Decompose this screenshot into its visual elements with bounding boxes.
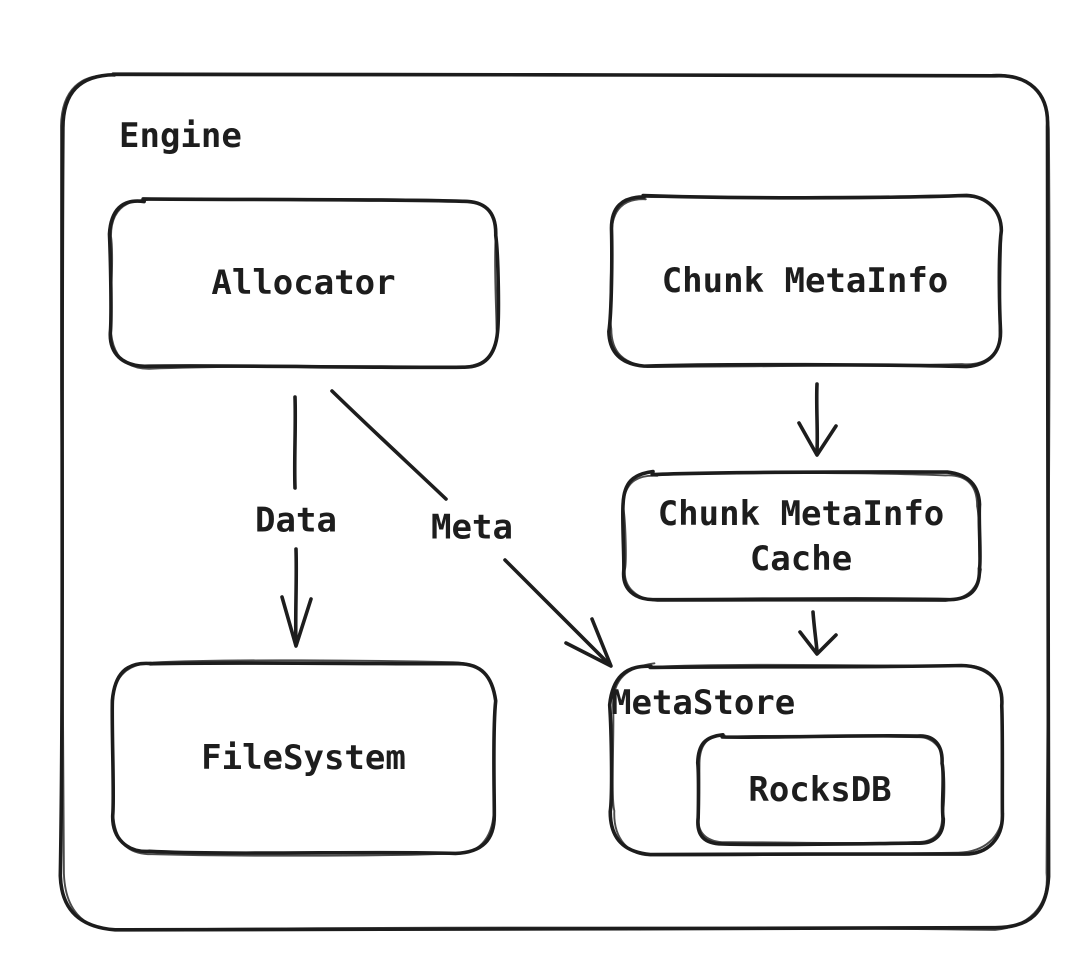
metastore-box-overdraw: [611, 662, 1005, 857]
edge-data-label: Data: [255, 500, 337, 541]
arrow-allocator-to-metastore-head: [564, 617, 613, 668]
node-filesystem-label: FileSystem: [201, 737, 406, 778]
allocator-box-overdraw: [109, 197, 498, 370]
node-allocator-label: Allocator: [211, 263, 396, 304]
engine-box-overdraw: [59, 73, 1051, 931]
arrow-allocator-to-filesystem-shaft-upper: [292, 395, 298, 490]
arrow-allocator-to-filesystem-shaft-lower: [293, 547, 299, 646]
arrow-chunkmetainfo-to-cache-head: [797, 421, 838, 457]
arrow-allocator-to-filesystem-head: [280, 595, 313, 648]
arrow-allocator-to-metastore-shaft-upper: [330, 389, 448, 501]
node-chunk-metainfo-cache-label-line1: Chunk MetaInfo: [657, 493, 945, 534]
filesystem-box-overdraw: [111, 659, 497, 857]
arrow-cache-to-metastore-head: [798, 630, 838, 656]
chunk-metainfo-cache-box-overdraw: [621, 471, 982, 602]
node-chunk-metainfo-cache-label: Chunk MetaInfo Cache: [623, 473, 979, 600]
node-metastore-label: MetaStore: [611, 682, 796, 723]
chunk-metainfo-box-overdraw: [609, 195, 1003, 369]
node-rocksdb-label: RocksDB: [748, 769, 892, 810]
arrow-allocator-to-metastore-shaft-lower: [503, 558, 612, 667]
rocksdb-box-overdraw: [697, 734, 946, 845]
node-chunk-metainfo-label: Chunk MetaInfo: [661, 260, 949, 301]
edge-meta-label: Meta: [431, 507, 513, 548]
node-chunk-metainfo-cache-label-line2: Cache: [749, 538, 853, 579]
engine-label: Engine: [119, 116, 242, 156]
arrow-chunkmetainfo-to-cache-shaft: [814, 382, 820, 453]
arrow-cache-to-metastore-shaft: [811, 610, 819, 653]
